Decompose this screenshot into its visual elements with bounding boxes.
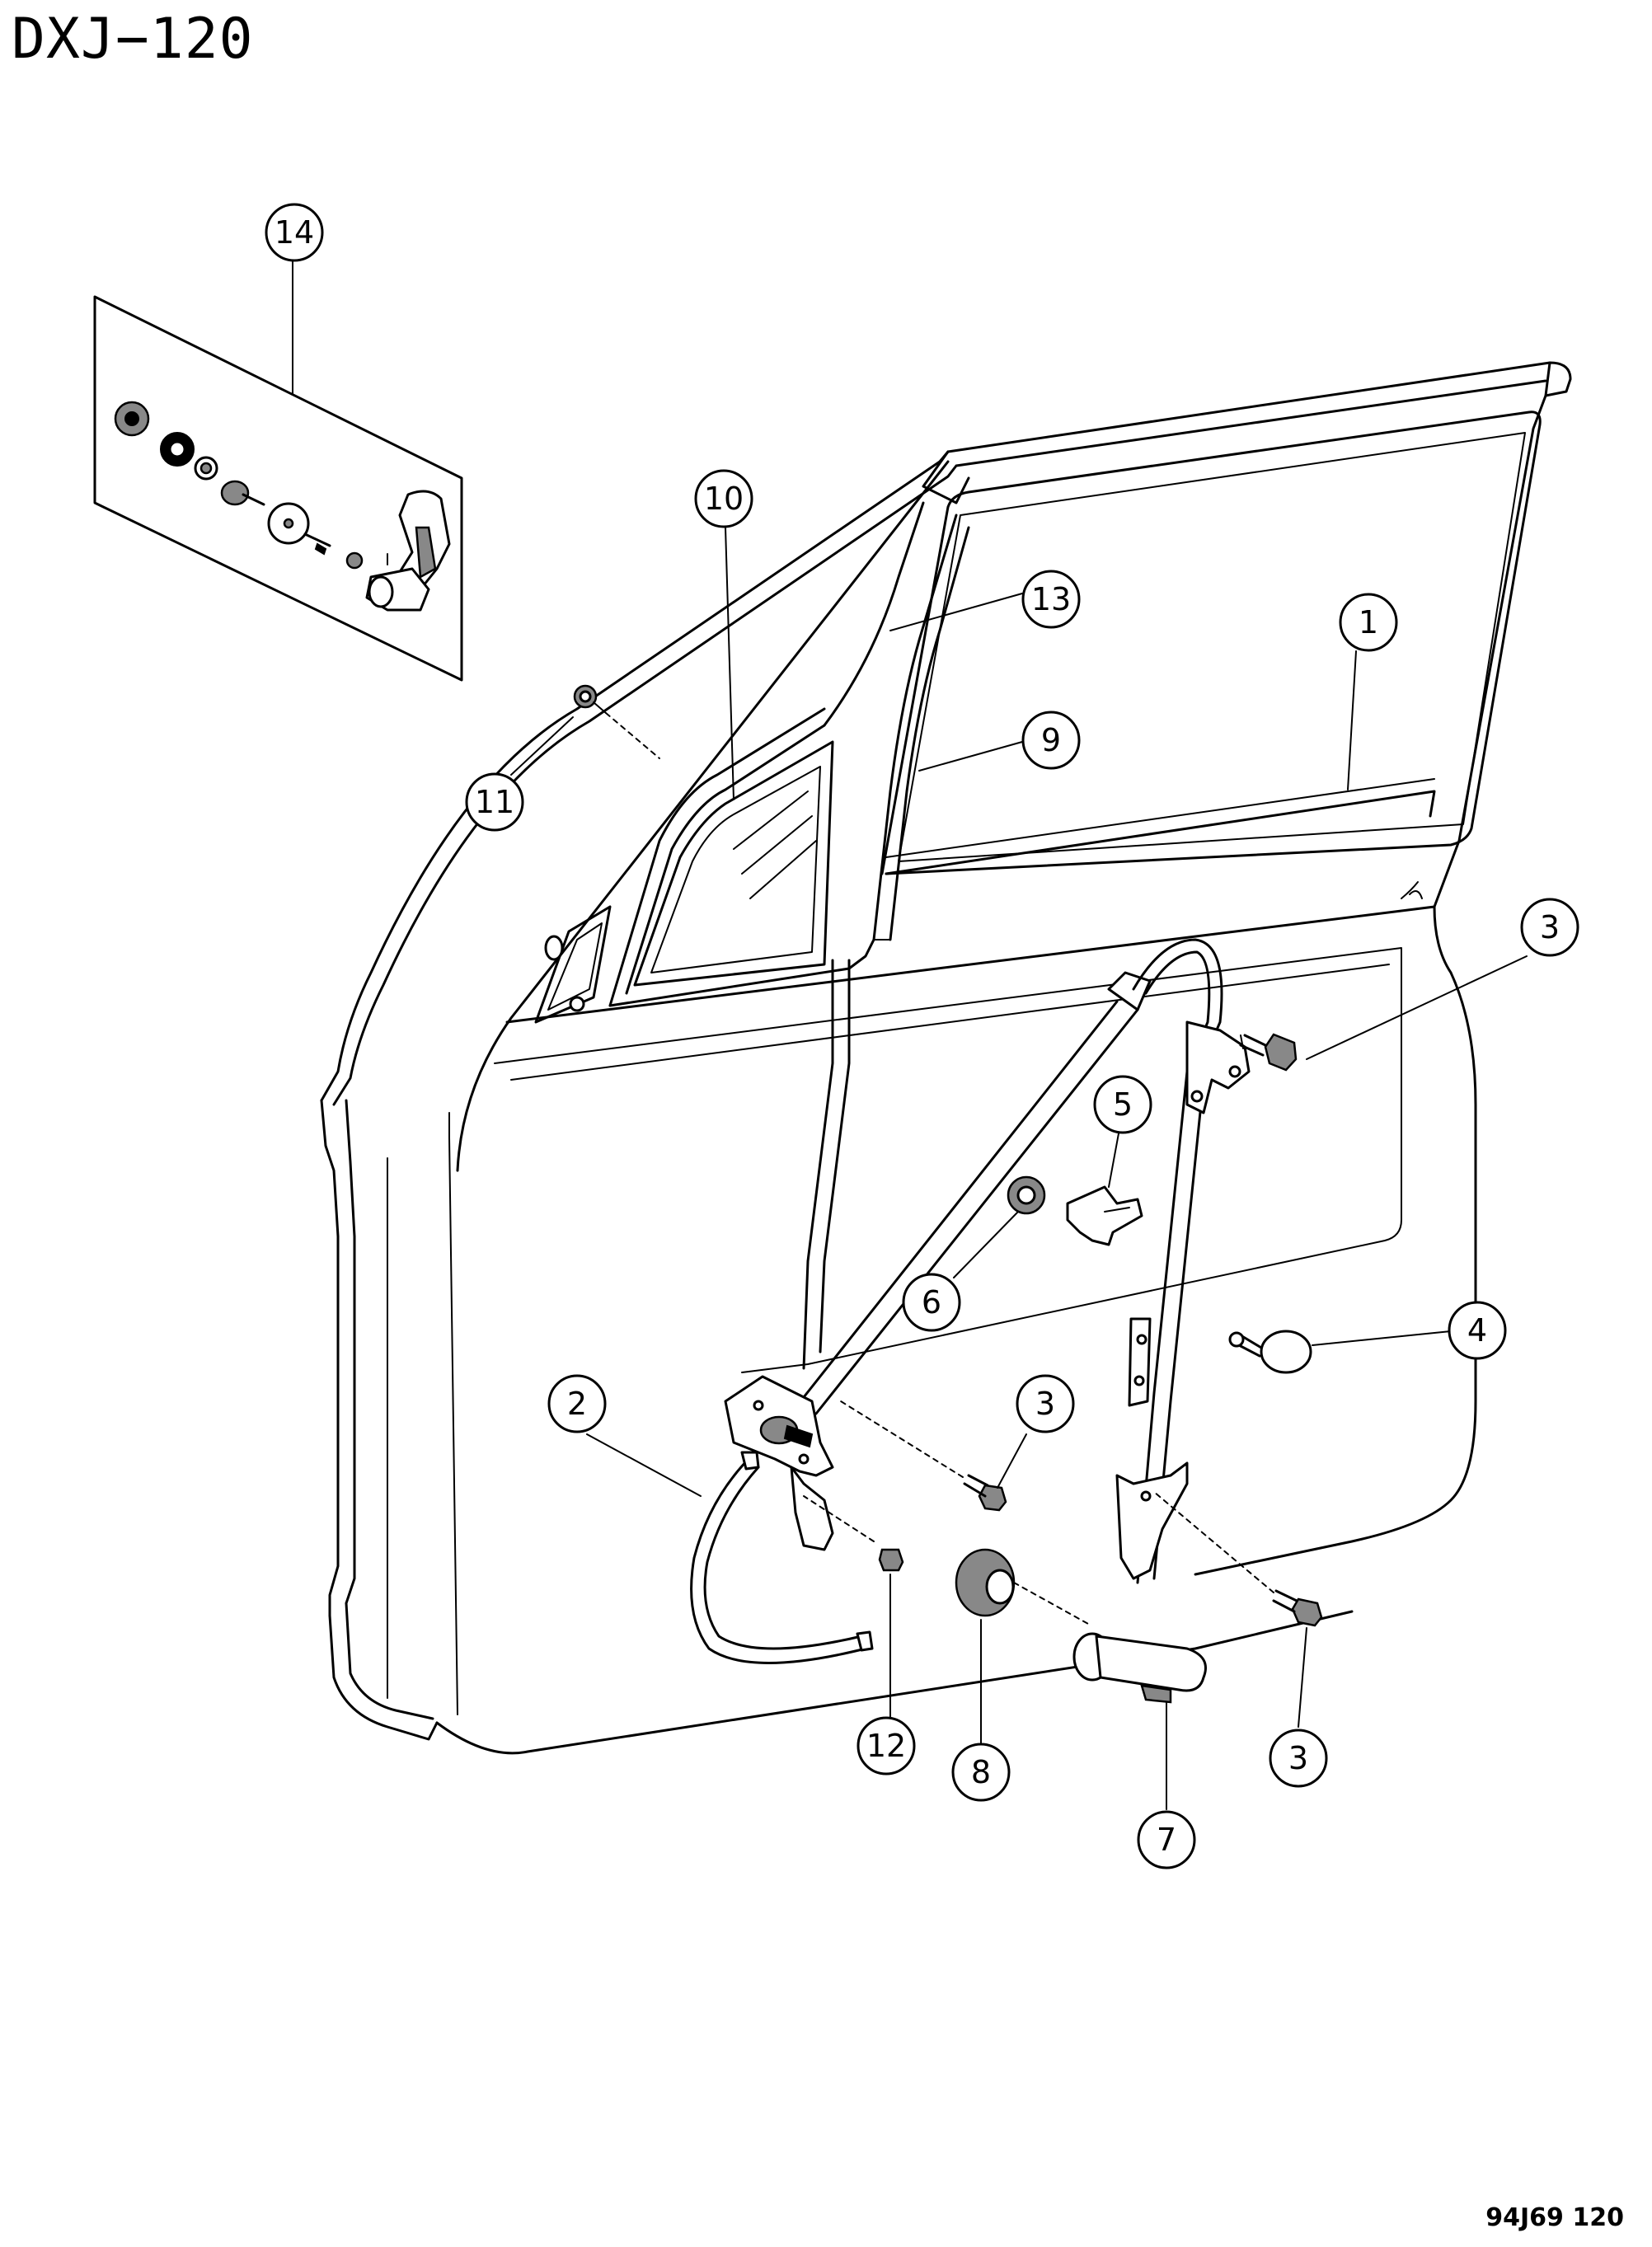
- retainer-5: [1066, 1185, 1143, 1246]
- bolt-middle: [840, 1400, 1007, 1512]
- callout-3-upper: 3: [1520, 898, 1579, 957]
- callout-label: 8: [971, 1754, 991, 1790]
- callout-label: 12: [866, 1728, 906, 1764]
- callout-label: 5: [1113, 1086, 1133, 1123]
- leader-lines: [292, 256, 1528, 1810]
- callout-2: 2: [547, 1374, 607, 1433]
- callout-label: 3: [1288, 1740, 1308, 1776]
- callout-12: 12: [857, 1716, 916, 1776]
- push-fastener-4: [1228, 1330, 1312, 1374]
- callout-label: 11: [475, 784, 514, 820]
- figure-code: 94J69 120: [1485, 2203, 1624, 2232]
- bolt-lower: [1153, 1491, 1323, 1627]
- callout-3-middle: 3: [1016, 1374, 1075, 1433]
- callout-5: 5: [1093, 1075, 1152, 1134]
- callout-4: 4: [1448, 1301, 1507, 1360]
- callout-14: 14: [265, 203, 324, 262]
- window-crank-7: [1072, 1632, 1207, 1704]
- diagram-title: DXJ−120: [12, 7, 254, 72]
- door-shell: [320, 361, 1572, 1755]
- vent-glass: [534, 707, 875, 1024]
- window-regulator: [690, 938, 1251, 1664]
- callout-6: 6: [902, 1273, 961, 1332]
- callout-9: 9: [1021, 711, 1081, 770]
- callout-label: 14: [275, 214, 314, 251]
- callout-label: 6: [922, 1284, 941, 1321]
- callout-10: 10: [694, 469, 753, 528]
- callout-label: 13: [1031, 581, 1071, 617]
- screw-12: [803, 1495, 904, 1572]
- callout-label: 3: [1540, 909, 1560, 945]
- bolt-upper: [1239, 1033, 1298, 1072]
- callout-11: 11: [465, 772, 524, 832]
- callout-13: 13: [1021, 570, 1081, 629]
- callout-7: 7: [1137, 1810, 1196, 1869]
- callout-label: 10: [704, 481, 744, 517]
- bushing-6: [1007, 1175, 1046, 1215]
- callout-8: 8: [951, 1743, 1011, 1802]
- callout-1: 1: [1339, 593, 1398, 652]
- callout-label: 1: [1359, 604, 1378, 640]
- callout-label: 9: [1041, 722, 1061, 758]
- division-channel: [802, 501, 970, 1370]
- callout-label: 4: [1467, 1312, 1487, 1349]
- handle-kit-inset: [93, 295, 463, 682]
- screw-11: [573, 684, 660, 759]
- callout-label: 7: [1157, 1822, 1176, 1858]
- callout-label: 3: [1035, 1386, 1055, 1422]
- callout-label: 2: [567, 1386, 587, 1422]
- escutcheon-8: [955, 1548, 1089, 1625]
- door-glass: [880, 410, 1542, 899]
- callout-3-lower: 3: [1269, 1729, 1328, 1788]
